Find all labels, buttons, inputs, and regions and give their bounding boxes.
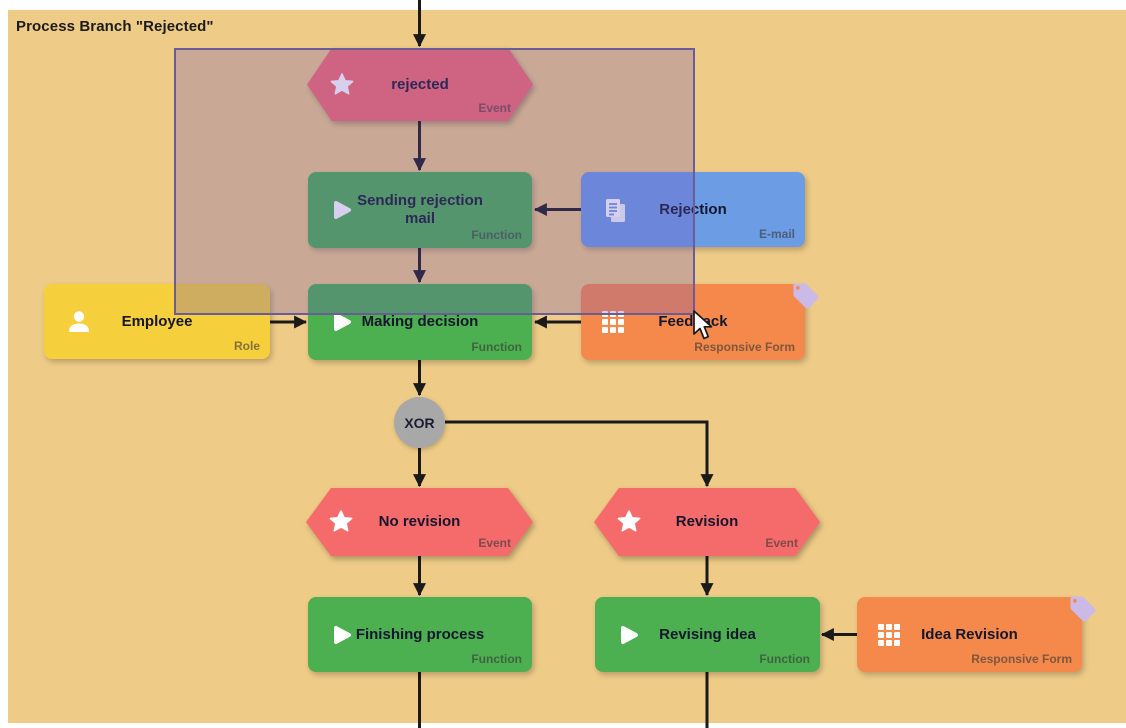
node-label: Revising idea bbox=[659, 625, 756, 643]
node-type-label: Event bbox=[765, 536, 798, 550]
node-label: Employee bbox=[121, 312, 193, 330]
node-form-idea-revision[interactable]: Idea Revision Responsive Form bbox=[857, 596, 1096, 672]
play-icon bbox=[328, 197, 354, 223]
node-event-no-revision[interactable]: No revision Event bbox=[306, 488, 533, 556]
node-label: rejected bbox=[391, 75, 449, 93]
node-label: Sending rejection mail bbox=[357, 192, 483, 227]
node-label: Making decision bbox=[361, 313, 479, 331]
play-icon bbox=[615, 622, 641, 648]
node-type-label: Function bbox=[759, 652, 810, 666]
node-label: No revision bbox=[378, 513, 461, 531]
document-pages-icon bbox=[601, 196, 629, 224]
tag-icon bbox=[791, 281, 821, 316]
play-icon bbox=[328, 309, 354, 335]
tag-icon bbox=[1068, 594, 1098, 629]
node-role-employee[interactable]: Employee Role bbox=[44, 284, 270, 359]
mouse-cursor-icon bbox=[691, 310, 717, 349]
play-icon bbox=[328, 622, 354, 648]
xor-connector[interactable]: XOR bbox=[394, 397, 445, 448]
node-function-revising-idea[interactable]: Revising idea Function bbox=[595, 597, 820, 672]
star-icon bbox=[328, 509, 354, 535]
page-title: Process Branch "Rejected" bbox=[16, 18, 214, 35]
node-type-label: Event bbox=[478, 101, 511, 115]
node-event-revision[interactable]: Revision Event bbox=[594, 488, 820, 556]
node-type-label: E-mail bbox=[758, 227, 795, 241]
node-label: Idea Revision bbox=[921, 625, 1018, 643]
node-event-rejected[interactable]: rejected Event bbox=[307, 48, 533, 121]
node-type-label: Function bbox=[471, 652, 522, 666]
node-label: Finishing process bbox=[355, 625, 485, 643]
star-icon bbox=[329, 72, 355, 98]
selection-marquee bbox=[174, 48, 695, 315]
node-type-label: Role bbox=[233, 339, 260, 353]
form-grid-icon bbox=[877, 623, 901, 647]
node-type-label: Function bbox=[471, 340, 522, 354]
node-function-making-decision[interactable]: Making decision Function bbox=[308, 284, 532, 360]
node-label: Revision bbox=[675, 513, 739, 531]
connector-xor-to-revision[interactable] bbox=[445, 420, 714, 488]
node-type-label: Function bbox=[471, 228, 522, 242]
node-type-label: Event bbox=[478, 536, 511, 550]
node-function-sending-rejection-mail[interactable]: Sending rejection mail Function bbox=[308, 172, 532, 248]
node-type-label: Responsive Form bbox=[971, 652, 1072, 666]
star-icon bbox=[616, 509, 642, 535]
node-label: Rejection bbox=[659, 200, 727, 218]
node-type-label: Responsive Form bbox=[694, 340, 795, 354]
node-function-finishing-process[interactable]: Finishing process Function bbox=[308, 597, 532, 672]
person-icon bbox=[64, 307, 94, 337]
